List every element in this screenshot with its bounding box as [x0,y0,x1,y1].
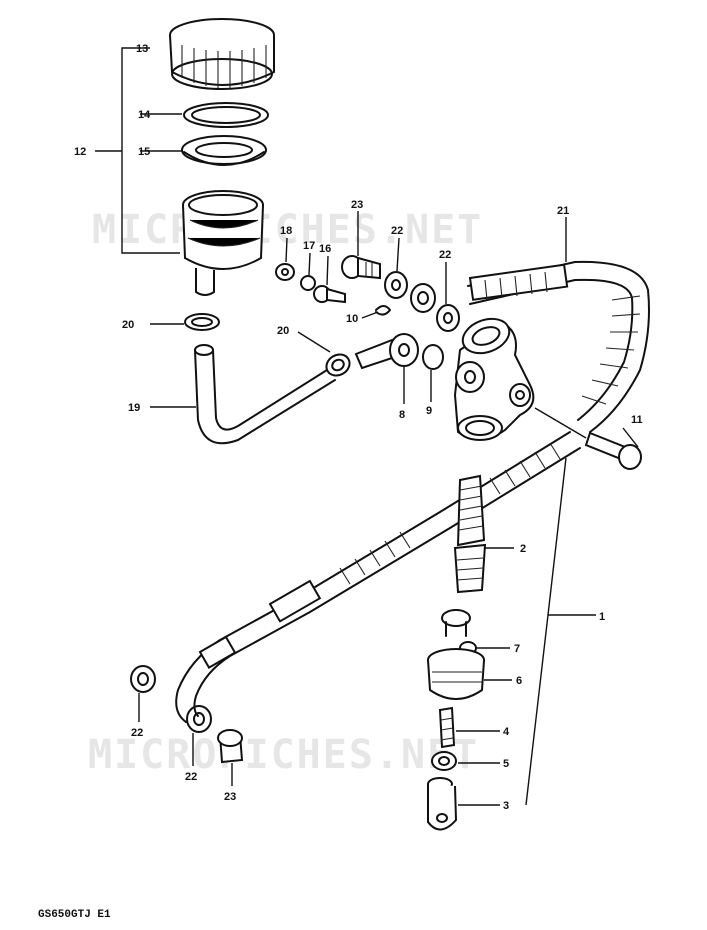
callout-15: 15 [138,146,150,158]
callout-5: 5 [503,758,509,770]
model-code: GS650GTJ E1 [38,909,111,921]
callout-14: 14 [138,109,151,121]
clevis [427,777,500,831]
banjo-bolt-top [341,211,381,280]
callout-8: 8 [399,409,405,421]
callout-6: 6 [516,675,522,687]
hose-clamp-lower [297,331,351,377]
o-ring-9 [422,344,444,402]
washer-22-lower-left [130,665,156,722]
leader-1 [525,457,596,806]
push-rod [438,706,500,749]
washer-18 [275,237,295,281]
lower-brake-hose [175,431,581,723]
banjo-bolt-lower [217,729,244,786]
callout-19: 19 [128,402,140,414]
callout-4: 4 [503,726,510,738]
callout-22-lower-left: 22 [131,727,143,739]
callout-21: 21 [557,205,569,217]
master-cylinder-body [453,317,535,441]
callout-20-lower: 20 [277,325,289,337]
upper-brake-hose [467,217,650,433]
dust-boot [453,474,514,594]
lock-nut [431,751,500,771]
reservoir-body [182,190,264,296]
callout-22-top-right: 22 [439,249,451,261]
callout-20-upper: 20 [122,319,134,331]
watermark-bottom: MICROFICHES.NET [88,732,479,778]
callout-10: 10 [346,313,358,325]
callout-23-lower: 23 [224,791,236,803]
callout-3: 3 [503,800,509,812]
piston-assembly [427,648,512,700]
reservoir-hose [150,344,336,445]
reservoir-cap [169,18,275,90]
callout-2: 2 [520,543,526,555]
washer-17 [300,252,316,291]
callout-22-top-left: 22 [391,225,403,237]
callout-11: 11 [631,414,643,426]
clip-10 [361,305,391,319]
callout-1: 1 [599,611,605,623]
diaphragm [181,135,267,166]
callout-9: 9 [426,405,432,417]
hose-end-fitting [410,283,436,313]
diaphragm-plate [183,102,269,128]
hose-clamp-upper [150,313,220,331]
inlet-fitting [354,333,419,404]
assembly-bracket-12 [95,47,182,254]
callout-23-top: 23 [351,199,363,211]
screw-16 [313,255,346,304]
callout-12: 12 [74,146,86,158]
callout-7: 7 [514,643,520,655]
callout-22-lower-right: 22 [185,771,197,783]
callout-17: 17 [303,240,315,252]
callout-13: 13 [136,43,148,55]
washer-22-top-right [436,262,460,332]
callout-18: 18 [280,225,292,237]
washer-22-top-left [384,237,408,299]
mounting-bolt [534,407,642,470]
piston-circlip [441,609,510,655]
callout-16: 16 [319,243,331,255]
washer-22-lower-right [186,705,212,766]
